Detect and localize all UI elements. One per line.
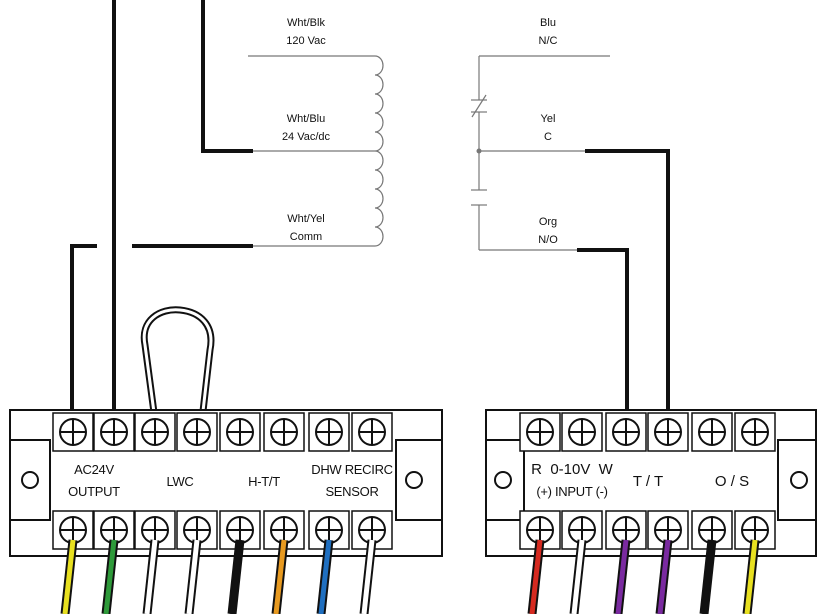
terminal-screw	[308, 412, 350, 452]
terminal-screw	[734, 510, 776, 550]
relay-color-label: Blu	[540, 17, 556, 29]
wire-lead	[271, 539, 289, 614]
wire-lead	[699, 539, 717, 614]
wire-lead	[101, 539, 119, 614]
terminal-screw	[561, 412, 603, 452]
label-ac24v-output: OUTPUT	[68, 484, 120, 499]
label-sensor: SENSOR	[325, 484, 378, 499]
yel-c-wire	[585, 149, 670, 410]
tap-color-label: Wht/Yel	[287, 213, 325, 225]
terminal-screw	[263, 412, 305, 452]
wire-lead	[613, 539, 631, 614]
wire-lead	[60, 539, 78, 614]
wire-lead	[142, 539, 160, 614]
label-lwc: LWC	[166, 474, 193, 489]
label-0-10v-input: R 0-10V W	[531, 461, 614, 478]
relay-junction-dot	[476, 148, 482, 154]
wire-lead	[184, 539, 202, 614]
terminal-screw	[605, 412, 647, 452]
terminal-screw	[134, 412, 176, 452]
lwc-jumper-loop-core	[142, 308, 213, 422]
label-os: O / S	[715, 473, 749, 490]
ac24v-wire-to-comm	[70, 244, 97, 410]
terminal-screw	[519, 412, 561, 452]
relay-rating-label: N/C	[539, 35, 558, 47]
label-tt: T / T	[633, 473, 663, 490]
transformer-coil	[374, 55, 384, 247]
right-mount-hole-right	[790, 471, 808, 489]
transformer: Wht/Blk 120 Vac Wht/Blu 24 Vac/dc Wht/Ye…	[248, 17, 384, 247]
right-screws-top	[519, 412, 776, 452]
tap-rating-label: 24 Vac/dc	[282, 131, 331, 143]
left-mount-hole-right	[405, 471, 423, 489]
right-screws-bottom	[519, 510, 776, 550]
terminal-screw	[734, 412, 776, 452]
right-wire-leads	[527, 539, 760, 614]
left-screws-bottom	[52, 510, 393, 550]
left-mount-hole-left	[21, 471, 39, 489]
wire-lead	[227, 539, 245, 614]
tap-color-label: Wht/Blk	[287, 17, 325, 29]
label-input-polarity: (+) INPUT (-)	[536, 484, 607, 499]
relay-rating-label: C	[544, 131, 552, 143]
org-no-wire	[577, 248, 629, 410]
terminal-screw	[351, 412, 393, 452]
terminal-screw	[561, 510, 603, 550]
terminal-screw	[691, 510, 733, 550]
right-mount-tab-left	[485, 439, 525, 521]
wire-lead	[569, 539, 587, 614]
left-terminal-strip: AC24V OUTPUT LWC H-T/T DHW RECIRC SENSOR	[9, 409, 443, 557]
right-mount-hole-left	[494, 471, 512, 489]
label-ac24v: AC24V	[74, 462, 114, 477]
relay-color-label: Yel	[541, 113, 556, 125]
label-htt: H-T/T	[248, 474, 280, 489]
terminal-screw	[647, 510, 689, 550]
relay-rating-label: N/O	[538, 234, 558, 246]
ac24v-wire-to-24vac	[201, 0, 253, 153]
tap-rating-label: Comm	[290, 231, 322, 243]
terminal-screw	[93, 412, 135, 452]
relay-nc-slash	[471, 94, 487, 118]
terminal-screw	[219, 412, 261, 452]
left-wire-leads	[60, 539, 377, 614]
wire-lead	[527, 539, 545, 614]
terminal-screw	[52, 412, 94, 452]
wire-lead	[655, 539, 673, 614]
wire-lead	[359, 539, 377, 614]
right-terminal-strip: R 0-10V W (+) INPUT (-) T / T O / S	[485, 409, 817, 557]
tap-color-label: Wht/Blu	[287, 113, 326, 125]
wire-lead	[316, 539, 334, 614]
terminal-screw	[176, 412, 218, 452]
terminal-screw	[647, 412, 689, 452]
relay: Blu N/C Yel C Org N/O	[471, 17, 610, 251]
tap-rating-label: 120 Vac	[286, 35, 326, 47]
terminal-screw	[176, 510, 218, 550]
terminal-screw	[691, 412, 733, 452]
relay-color-label: Org	[539, 216, 557, 228]
wire-lead	[742, 539, 760, 614]
terminal-screw	[263, 510, 305, 550]
left-screws-top	[52, 412, 393, 452]
label-dhw-recirc: DHW RECIRC	[311, 462, 393, 477]
field-wiring	[70, 0, 670, 424]
